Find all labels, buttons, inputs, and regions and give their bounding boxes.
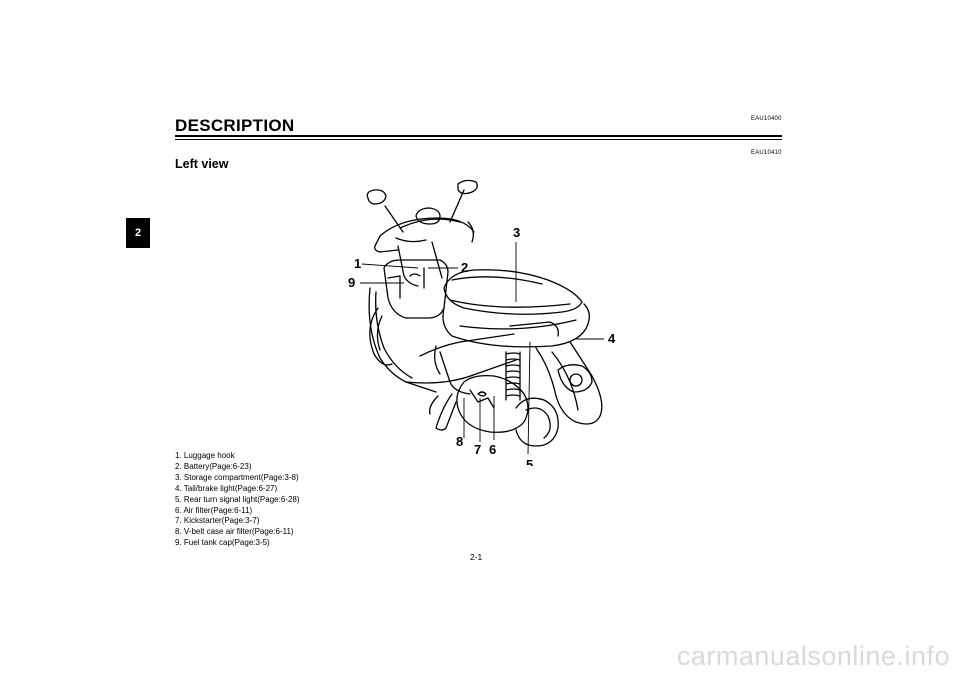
- callout-7: 7: [474, 442, 481, 457]
- chapter-tab: 2: [126, 218, 150, 248]
- callout-2: 2: [461, 260, 468, 275]
- callout-8: 8: [456, 434, 463, 449]
- page-number: 2-1: [470, 552, 483, 562]
- legend-item: 4. Tail/brake light(Page:6-27): [175, 483, 278, 493]
- legend-item: 2. Battery(Page:6-23): [175, 461, 252, 471]
- page-title: DESCRIPTION: [175, 116, 295, 135]
- legend-item: 8. V-belt case air filter(Page:6-11): [175, 527, 294, 537]
- callout-5: 5: [526, 457, 533, 466]
- parts-legend: 1. Luggage hook 2. Battery(Page:6-23) 3.…: [175, 451, 300, 549]
- watermark: carmanualsonline.info: [676, 641, 950, 671]
- callout-9: 9: [348, 275, 355, 290]
- callout-1: 1: [354, 256, 361, 271]
- legend-item: 5. Rear turn signal light(Page:6-28): [175, 494, 300, 504]
- legend-item: 3. Storage compartment(Page:3-8): [175, 472, 299, 482]
- section-code: EAU10400: [751, 116, 782, 122]
- title-rule: [175, 135, 782, 137]
- section-subtitle: Left view: [175, 157, 229, 171]
- legend-item: 9. Fuel tank cap(Page:3-5): [175, 538, 270, 548]
- subsection-code: EAU10410: [751, 150, 782, 156]
- legend-item: 6. Air filter(Page:6-11): [175, 505, 253, 515]
- callout-3: 3: [513, 225, 520, 240]
- scooter-illustration: 1 2 3 4 5 6 7 8 9: [348, 179, 616, 466]
- legend-item: 7. Kickstarter(Page:3-7): [175, 516, 260, 526]
- title-rule-thin: [175, 139, 782, 140]
- callout-4: 4: [608, 331, 616, 346]
- callout-6: 6: [489, 442, 496, 457]
- legend-item: 1. Luggage hook: [175, 451, 235, 460]
